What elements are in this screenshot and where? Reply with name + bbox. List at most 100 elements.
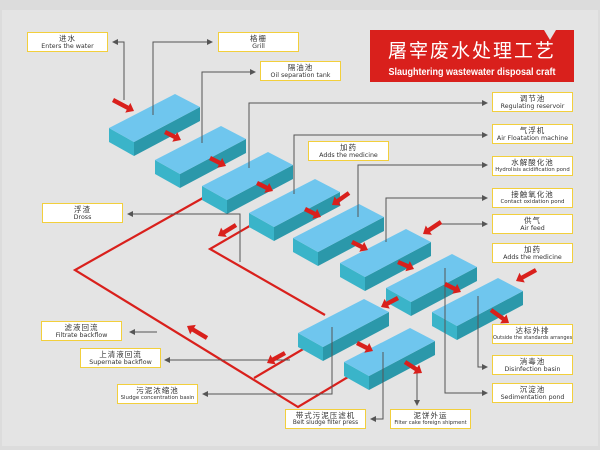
label-cn: 格栅: [250, 34, 267, 43]
label-cn: 接触氧化池: [511, 190, 554, 199]
tank: [202, 152, 293, 214]
red-flow-arrow-icon: [423, 220, 443, 235]
label-cn: 泥饼外运: [413, 411, 448, 420]
tank-front-face: [298, 333, 323, 361]
label-en: Belt sludge filter press: [292, 419, 359, 426]
label-en: Adds the medicine: [503, 253, 562, 261]
sludge-line: [253, 344, 311, 379]
tank-top-face: [109, 94, 200, 142]
tank-front-face: [344, 362, 369, 390]
tank: [298, 299, 389, 361]
tank-front-face: [249, 213, 274, 241]
label-cn: 加药: [340, 143, 357, 152]
tanks: [109, 94, 523, 390]
label-en: Sedimentation pond: [500, 393, 565, 401]
tank-front-face: [340, 263, 365, 291]
tank-top-face: [344, 328, 435, 376]
label-cn: 消毒池: [519, 357, 546, 366]
label-en: Sludge concentration basin: [120, 394, 195, 401]
label-en: Supernate backflow: [89, 358, 152, 366]
tank-front-face: [386, 288, 411, 316]
tank-top-face: [202, 152, 293, 200]
label-cn: 进水: [59, 34, 76, 43]
tank: [249, 179, 340, 241]
tank-side-face: [227, 165, 293, 214]
tank-front-face: [202, 186, 227, 214]
label-cn: 供气: [524, 216, 541, 225]
red-flow-arrow-icon: [304, 207, 321, 219]
label-en: Regulating reservoir: [500, 102, 565, 110]
label-cn: 带式污泥压滤机: [295, 411, 356, 420]
red-flow-arrow-icon: [111, 98, 134, 113]
connector-lines: [112, 39, 488, 422]
red-flow-arrow-icon: [444, 282, 461, 294]
label-en: Disinfection basin: [504, 365, 561, 373]
tank: [293, 204, 384, 266]
red-flow-arrow-icon: [351, 240, 368, 252]
connector-arrow: [112, 39, 125, 100]
connector-arrow: [444, 268, 488, 396]
tank-top-face: [293, 204, 384, 252]
connector-arrow: [202, 327, 333, 397]
connector-arrow: [370, 352, 384, 422]
tank-side-face: [365, 242, 431, 291]
label-en: Oil separation tank: [270, 71, 331, 79]
sludge-line: [72, 193, 359, 409]
connector-arrow: [357, 162, 488, 217]
tank-front-face: [109, 128, 134, 156]
flow-arrows: [111, 98, 538, 374]
label-cn: 加药: [524, 245, 541, 254]
label-en: Filtrate backflow: [55, 331, 108, 339]
label-en: Filter cake foreign shipment: [394, 419, 467, 426]
label-en: Air Floatation machine: [496, 134, 569, 142]
connector-arrow: [127, 211, 241, 262]
tank: [386, 254, 477, 316]
tank-front-face: [293, 238, 318, 266]
tank-side-face: [180, 139, 246, 188]
red-flow-arrow-icon: [256, 181, 273, 193]
red-flow-arrow-icon: [218, 223, 238, 238]
label-cn: 沉淀池: [519, 385, 546, 394]
label-en: Adds the medicine: [319, 151, 378, 159]
sludge-return-lines: [72, 193, 359, 409]
tank-side-face: [318, 217, 384, 266]
label-cn: 达标外排: [515, 326, 550, 335]
connector-arrow: [248, 100, 488, 168]
red-flow-arrow-icon: [332, 191, 351, 206]
connector-arrow: [293, 132, 488, 194]
tank: [340, 229, 431, 291]
label-en: Enters the water: [41, 42, 94, 50]
tank-side-face: [274, 192, 340, 241]
red-flow-arrow-icon: [397, 259, 414, 272]
tank-top-face: [155, 126, 246, 174]
tank-side-face: [457, 291, 523, 340]
label-cn: 水解酸化池: [511, 158, 554, 167]
label-cn: 调节池: [519, 94, 546, 103]
tank: [344, 328, 435, 390]
tank: [155, 126, 246, 188]
title-en: Slaughtering wastewater disposal craft: [388, 67, 556, 78]
tank-top-face: [340, 229, 431, 277]
tank-side-face: [323, 312, 389, 361]
label-en: Contact oxidation pond: [500, 198, 565, 205]
label-cn: 污泥浓缩池: [136, 386, 179, 395]
label-en: Outside the standards arranges: [493, 334, 573, 341]
label-en: Grill: [252, 42, 265, 50]
label-cn: 隔油池: [287, 63, 314, 72]
